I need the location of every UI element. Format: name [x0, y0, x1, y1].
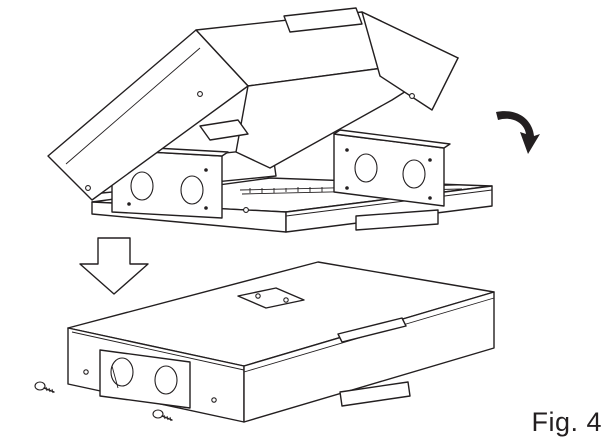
down-arrow-icon: [79, 237, 149, 295]
enclosure-right-face: [243, 291, 495, 423]
lid-access-window: [199, 119, 249, 141]
lid-right-flap: [361, 11, 459, 111]
screw-icon: [34, 381, 55, 394]
lid-top-tab: [283, 7, 363, 33]
curved-arrow-icon: [496, 111, 540, 154]
open-enclosure: [47, 7, 493, 233]
front-knockout-panel: [99, 349, 191, 409]
figure-label: Fig. 4: [531, 407, 602, 437]
bottom-mount-tab: [339, 381, 411, 407]
right-knockout-panel: [333, 129, 451, 207]
screw-icon: [152, 409, 173, 422]
closed-enclosure: [67, 261, 495, 423]
side-latch-tab: [337, 317, 407, 343]
tray-bottom-tab: [355, 209, 439, 231]
top-access-plate: [237, 287, 305, 309]
